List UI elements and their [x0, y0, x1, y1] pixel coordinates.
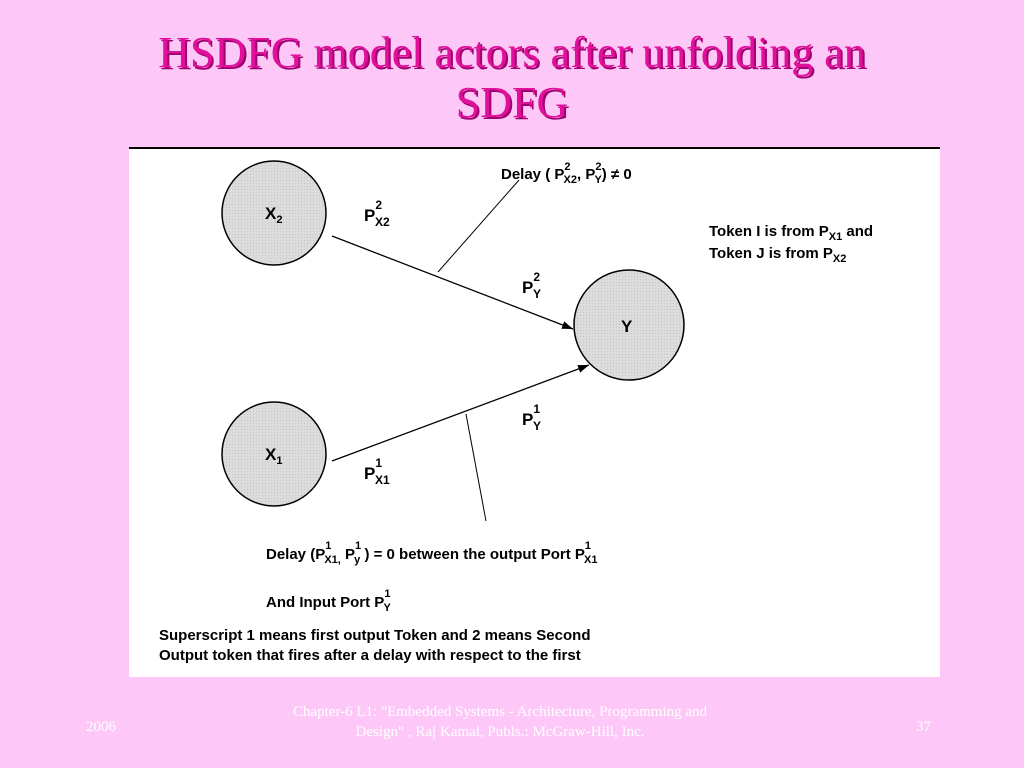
footer-chapter-line-2: Design" , Raj Kamal, Publs.: McGraw-Hill… — [355, 724, 645, 740]
slide-title-line-2: SDFG — [455, 78, 569, 127]
slide-title: HSDFG model actors after unfolding an SD… — [40, 28, 984, 128]
footer-chapter-credit: Chapter-6 L1: "Embedded Systems - Archit… — [200, 702, 800, 742]
superscript-note-line-1: Superscript 1 means first output Token a… — [159, 627, 590, 644]
actor-y-node — [573, 269, 685, 381]
actor-x1-label: X1 — [265, 445, 282, 467]
slide-title-line-1: HSDFG model actors after unfolding an — [158, 28, 866, 77]
footer-page-number: 37 — [916, 719, 931, 735]
edge-x1-to-y — [331, 364, 590, 462]
actor-x2-label: X2 — [265, 204, 282, 226]
superscript-note-line-2: Output token that fires after a delay wi… — [159, 647, 581, 664]
actor-x1-node — [221, 401, 327, 507]
actor-y-label: Y — [621, 317, 633, 336]
token-note-line-2: Token J is from PX2 — [709, 245, 846, 265]
token-note-line-1: Token I is from PX1 and — [709, 223, 873, 243]
footer-year: 2006 — [86, 719, 116, 735]
footer-chapter-line-1: Chapter-6 L1: "Embedded Systems - Archit… — [292, 704, 708, 720]
delay-bottom-callout-line — [465, 413, 487, 522]
actor-x2-node — [221, 160, 327, 266]
delay-top-callout-line — [437, 179, 520, 273]
edge-x2-to-y — [331, 235, 574, 330]
